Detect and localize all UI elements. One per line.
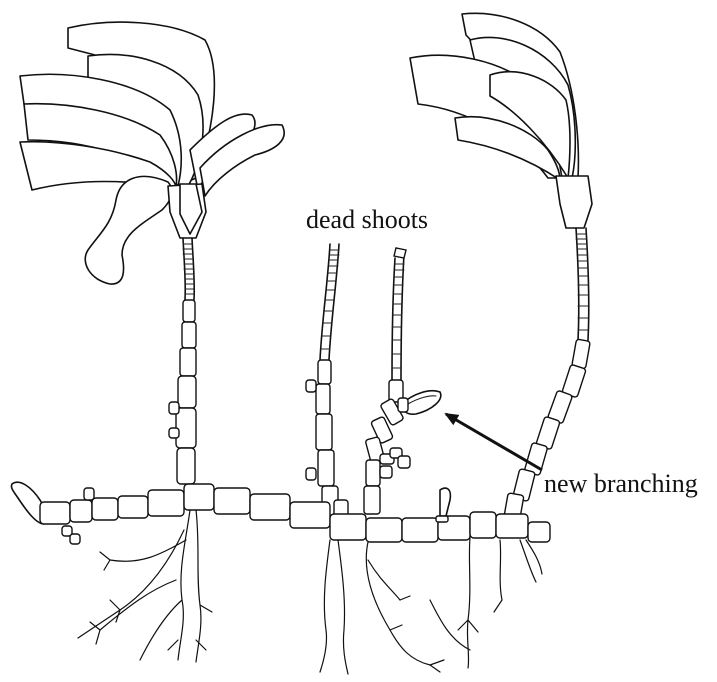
- new-branching-arrow: [446, 414, 542, 470]
- left-frond-curled-lobe: [85, 176, 172, 284]
- stolon-bud: [440, 488, 450, 516]
- right-frond: [410, 13, 592, 228]
- label-dead-shoots: dead shoots: [306, 205, 428, 234]
- label-new-branching: new branching: [544, 469, 698, 498]
- new-branching: [364, 391, 441, 514]
- left-stalk: [169, 238, 196, 484]
- dead-shoot-right: [389, 248, 406, 402]
- dead-shoot-left: [306, 244, 348, 520]
- stolon: [11, 482, 550, 544]
- left-frond: [20, 22, 284, 284]
- right-frond-base: [556, 176, 592, 228]
